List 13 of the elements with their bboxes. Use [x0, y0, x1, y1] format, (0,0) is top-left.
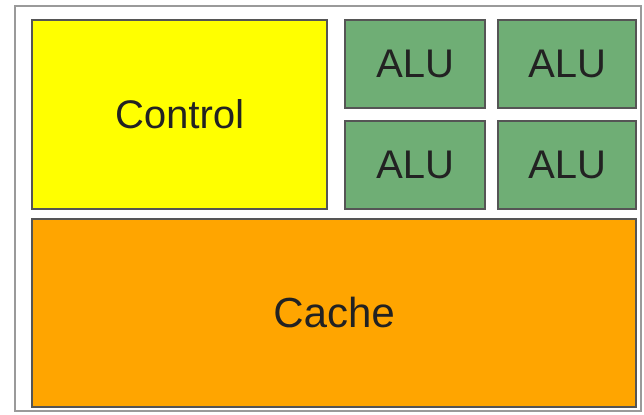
alu-block: [344, 120, 486, 210]
control-block: [31, 19, 328, 210]
cache-block: [31, 218, 637, 408]
alu-block: [344, 19, 486, 109]
outer-frame: [14, 5, 642, 412]
block-label: Cache: [273, 292, 395, 334]
block-label: ALU: [376, 44, 454, 84]
block-label: ALU: [528, 44, 606, 84]
alu-block: [497, 19, 637, 109]
block-label: ALU: [376, 145, 454, 185]
alu-block: [497, 120, 637, 210]
block-label: ALU: [528, 145, 606, 185]
block-label: Control: [115, 94, 244, 134]
